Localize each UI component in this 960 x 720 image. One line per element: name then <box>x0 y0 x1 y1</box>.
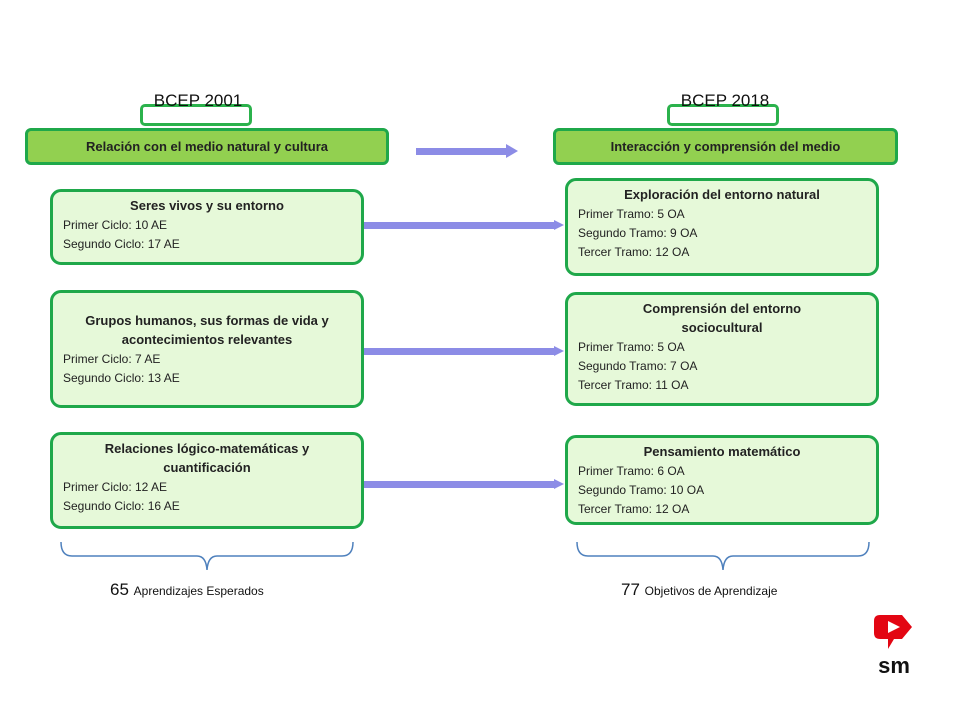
connector-3-shaft <box>364 481 556 488</box>
left-box-2-line-2: Segundo Ciclo: 13 AE <box>63 371 180 385</box>
svg-text:sm: sm <box>878 653 910 677</box>
right-box-2-title: Comprensión del entorno sociocultural <box>642 301 802 335</box>
right-total-number: 77 <box>621 580 640 599</box>
right-version-tag <box>667 104 779 126</box>
right-box-2-line-2: Segundo Tramo: 7 OA <box>578 359 698 373</box>
right-box-1-line-3: Tercer Tramo: 12 OA <box>578 245 690 259</box>
right-box-3-title: Pensamiento matemático <box>643 444 801 459</box>
right-box-3-line-2: Segundo Tramo: 10 OA <box>578 483 705 497</box>
left-header: Relación con el medio natural y cultura <box>25 128 389 165</box>
connector-1-head <box>554 220 564 230</box>
right-box-2-line-3: Tercer Tramo: 11 OA <box>578 378 689 392</box>
right-box-3-line-3: Tercer Tramo: 12 OA <box>578 502 690 516</box>
right-box-1-title: Exploración del entorno natural <box>624 187 820 202</box>
left-total-number: 65 <box>110 580 129 599</box>
left-total-label: Aprendizajes Esperados <box>133 584 264 598</box>
header-arrow-shaft <box>416 148 508 155</box>
left-box-3: Relaciones lógico-matemáticas y cuantifi… <box>50 432 364 529</box>
left-brace <box>60 541 354 571</box>
left-box-2-title: Grupos humanos, sus formas de vida y aco… <box>85 313 329 347</box>
header-arrow-head <box>506 144 518 158</box>
left-box-3-title: Relaciones lógico-matemáticas y cuantifi… <box>104 441 310 475</box>
connector-1-shaft <box>364 222 556 229</box>
play-triangle-icon <box>874 615 912 649</box>
left-box-1-title: Seres vivos y su entorno <box>130 198 284 213</box>
left-total: 65 Aprendizajes Esperados <box>110 580 264 600</box>
right-box-3: Pensamiento matemático Primer Tramo: 6 O… <box>565 435 879 525</box>
right-box-1-line-2: Segundo Tramo: 9 OA <box>578 226 698 240</box>
right-header: Interacción y comprensión del medio <box>553 128 898 165</box>
right-box-1: Exploración del entorno natural Primer T… <box>565 178 879 276</box>
right-box-2-line-1: Primer Tramo: 5 OA <box>578 340 685 354</box>
right-version-label: BCEP 2018 <box>680 91 770 110</box>
connector-3-head <box>554 479 564 489</box>
left-box-2-line-1: Primer Ciclo: 7 AE <box>63 352 161 366</box>
left-box-1: Seres vivos y su entorno Primer Ciclo: 1… <box>50 189 364 265</box>
left-box-3-line-2: Segundo Ciclo: 16 AE <box>63 499 180 513</box>
left-version-label: BCEP 2001 <box>153 91 243 110</box>
left-version-tag <box>140 104 252 126</box>
right-total-label: Objetivos de Aprendizaje <box>644 584 778 598</box>
right-box-3-line-1: Primer Tramo: 6 OA <box>578 464 685 478</box>
left-box-1-line-2: Segundo Ciclo: 17 AE <box>63 237 180 251</box>
right-total: 77 Objetivos de Aprendizaje <box>621 580 777 600</box>
right-box-2: Comprensión del entorno sociocultural Pr… <box>565 292 879 406</box>
sm-logo: sm <box>874 615 912 677</box>
connector-2-head <box>554 346 564 356</box>
left-box-1-line-1: Primer Ciclo: 10 AE <box>63 218 168 232</box>
left-box-2: Grupos humanos, sus formas de vida y aco… <box>50 290 364 408</box>
right-brace <box>576 541 870 571</box>
right-box-1-line-1: Primer Tramo: 5 OA <box>578 207 685 221</box>
left-box-3-line-1: Primer Ciclo: 12 AE <box>63 480 168 494</box>
connector-2-shaft <box>364 348 556 355</box>
